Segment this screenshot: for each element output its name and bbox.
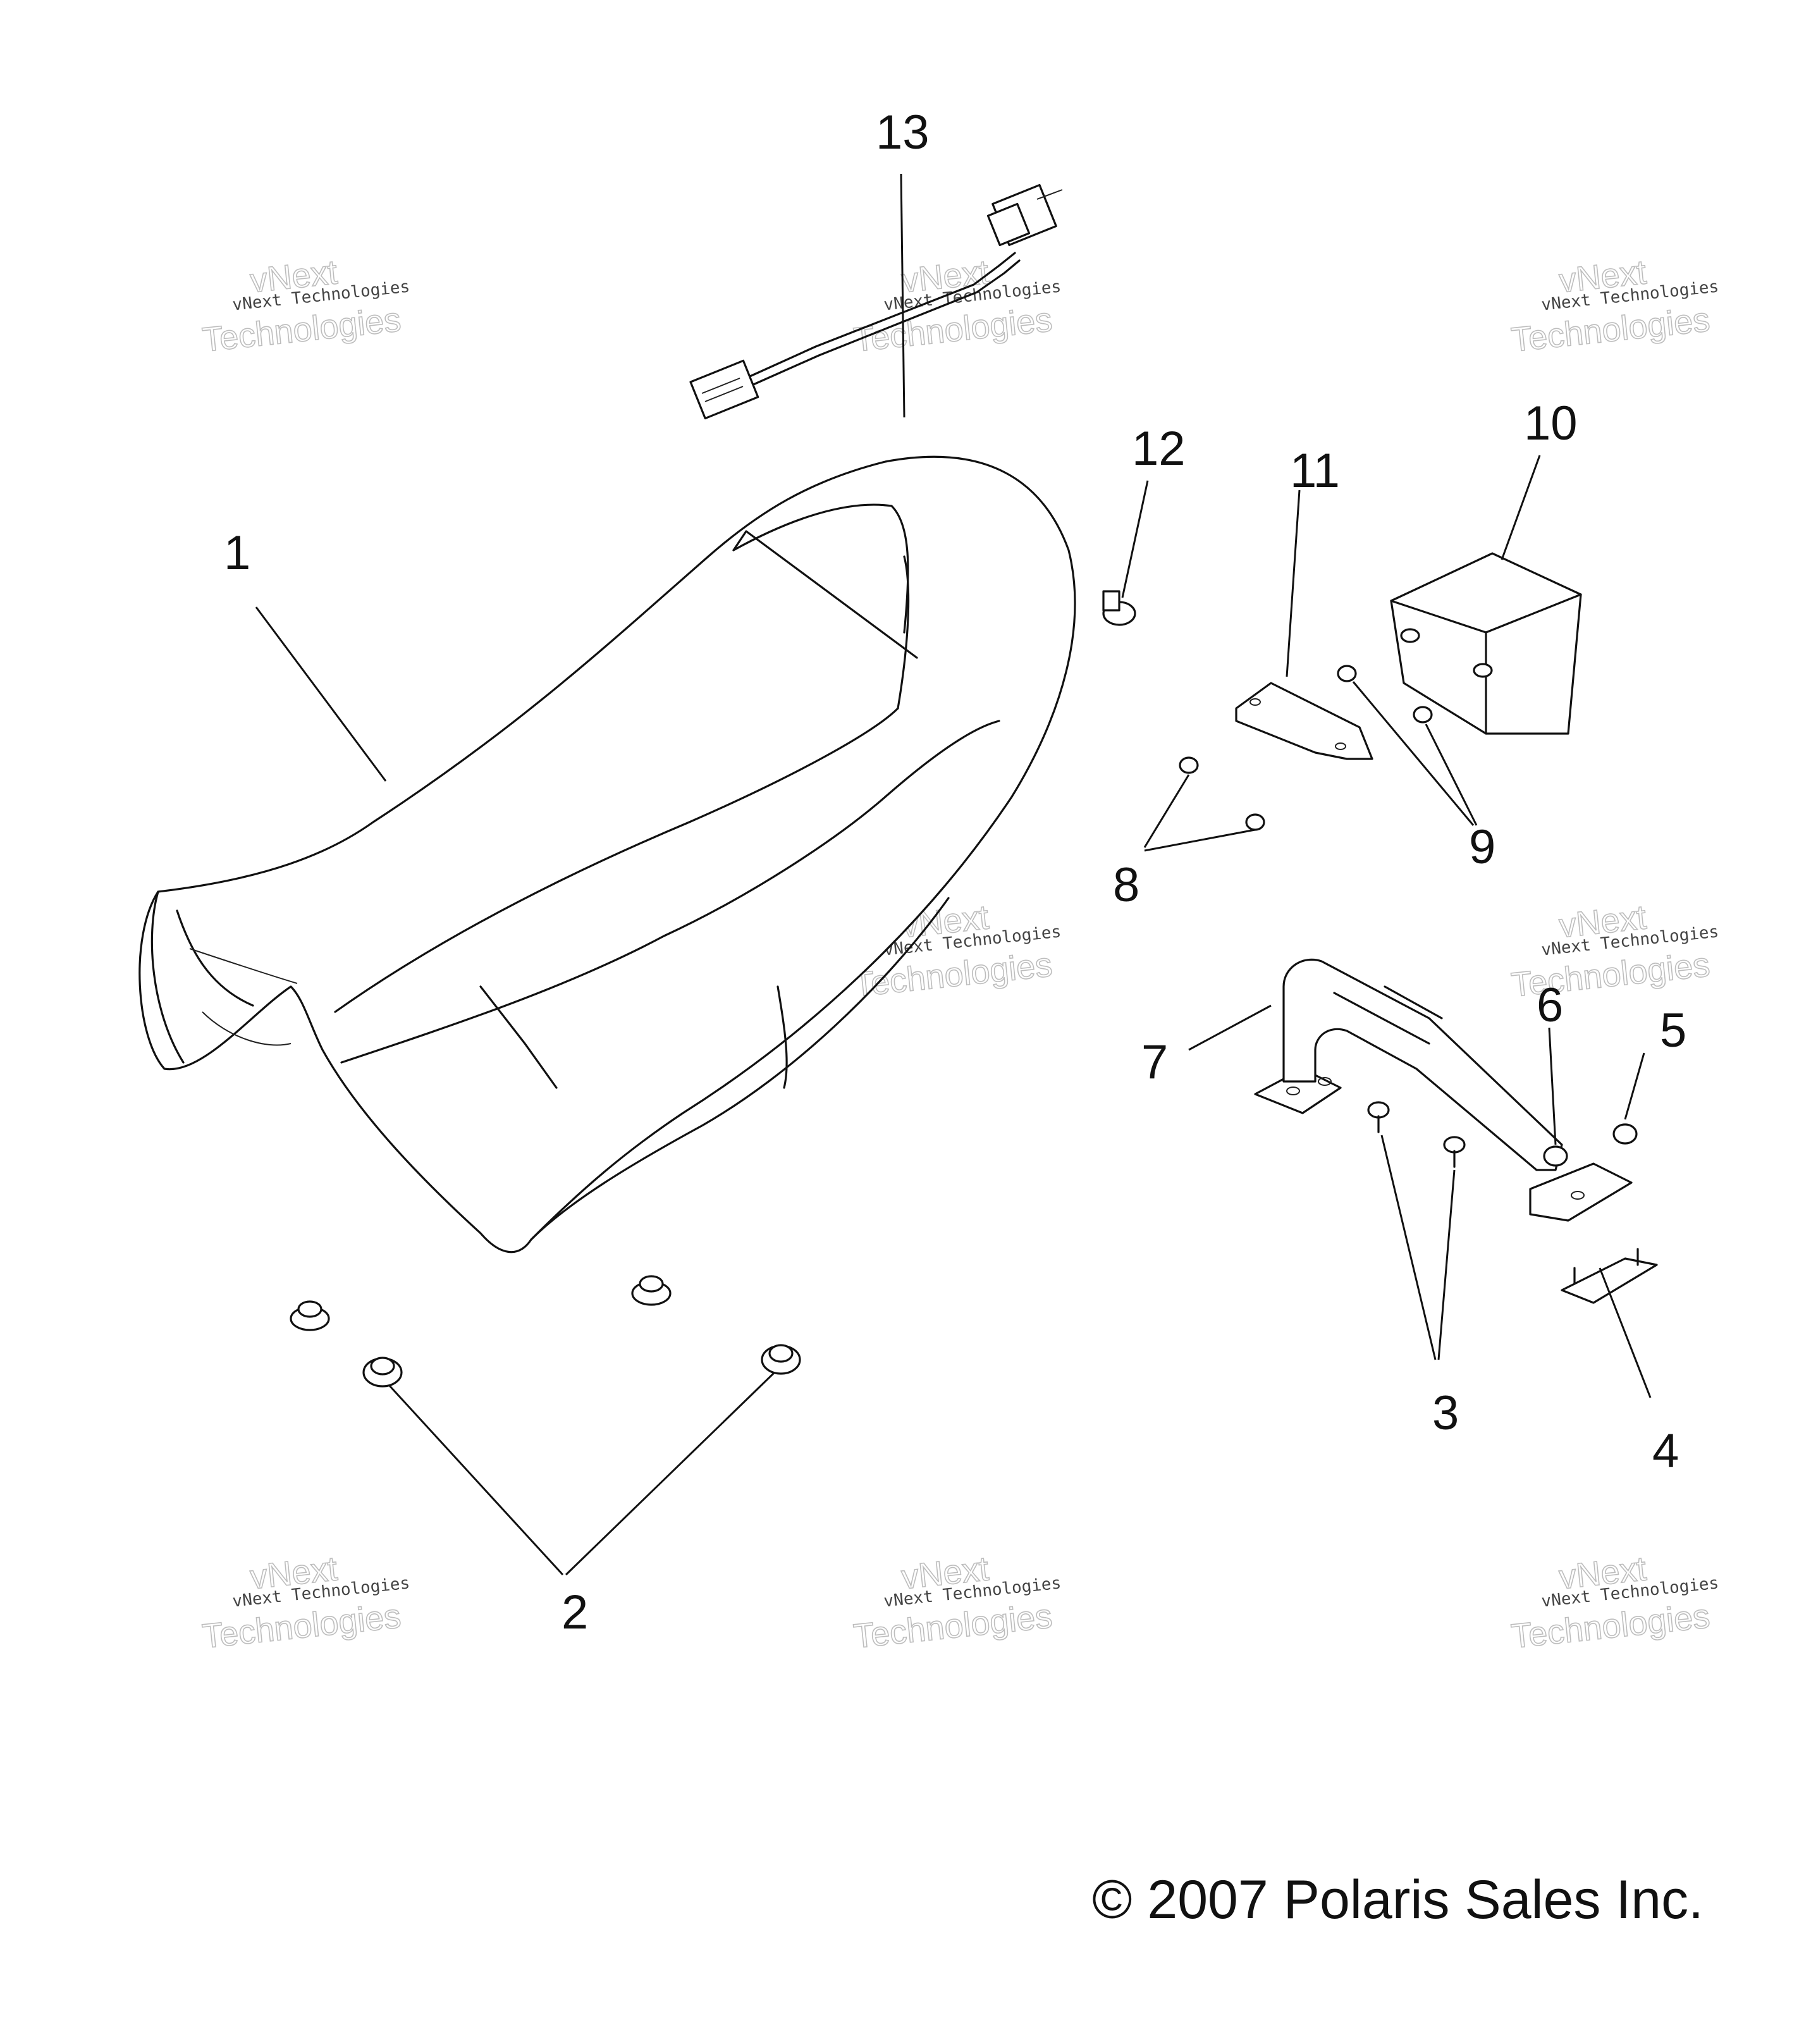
watermark-big: Technologies: [1509, 1597, 1712, 1656]
watermark-big: Technologies: [200, 300, 403, 359]
leader-lines: [255, 173, 1652, 1576]
watermark-bottom-right: vNext vNext Technologies Technologies: [1509, 1549, 1719, 1656]
watermark-top-center: vNext vNext Technologies Technologies: [851, 252, 1062, 359]
watermark-big: Technologies: [1509, 300, 1712, 359]
callout-labels: 1 2 3 4 5 6 7 8 9 10 11 12 13: [224, 106, 1686, 1639]
callout-2: 2: [562, 1585, 588, 1639]
watermark-top-left: vNext vNext Technologies Technologies: [200, 252, 410, 359]
watermark-big: Technologies: [852, 1597, 1054, 1656]
nut-part-5: [1612, 1123, 1638, 1145]
callout-10: 10: [1524, 397, 1578, 450]
callout-7: 7: [1141, 1035, 1168, 1089]
nuts-part-9: [1337, 665, 1433, 723]
watermark-big: Technologies: [200, 1597, 403, 1656]
housing-part: [1390, 552, 1582, 735]
watermark-top-right: vNext vNext Technologies Technologies: [1509, 252, 1719, 359]
fastener-part-12: [1102, 590, 1136, 626]
bolts-part-3: [1367, 1101, 1466, 1168]
callout-13: 13: [876, 106, 930, 159]
callout-5: 5: [1660, 1004, 1686, 1057]
callout-11: 11: [1290, 444, 1340, 498]
grab-handle-part: [1254, 958, 1633, 1222]
callout-6: 6: [1537, 978, 1563, 1032]
watermark-bottom-left: vNext vNext Technologies Technologies: [200, 1549, 410, 1656]
grommets-part: [290, 1275, 801, 1388]
callout-3: 3: [1432, 1386, 1459, 1440]
callout-8: 8: [1113, 858, 1139, 912]
callout-12: 12: [1132, 422, 1186, 476]
callout-9: 9: [1469, 820, 1495, 874]
nut-part-6: [1543, 1145, 1568, 1167]
watermark-bottom-center: vNext vNext Technologies Technologies: [851, 1549, 1062, 1656]
copyright-notice: © 2007 Polaris Sales Inc.: [1092, 1869, 1704, 1930]
bracket-part: [1235, 682, 1373, 760]
callout-4: 4: [1652, 1424, 1679, 1478]
backing-plate-part: [1561, 1248, 1658, 1304]
wiring-harness-part: [689, 183, 1063, 420]
seat-part: [138, 455, 1076, 1253]
callout-1: 1: [224, 526, 250, 580]
nuts-part-8: [1179, 756, 1265, 831]
